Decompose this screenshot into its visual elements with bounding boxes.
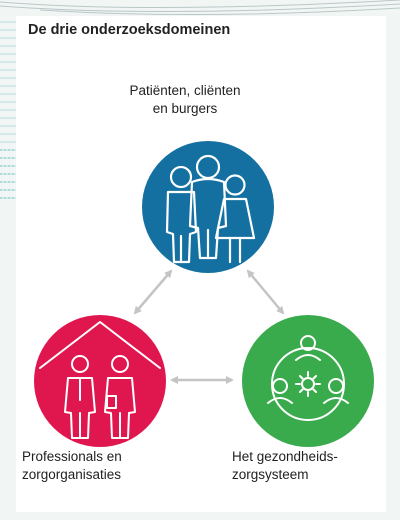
domain-label-patients: Patiënten, cliënten en burgers [100,82,270,118]
domain-label-healthcare-system: Het gezondheids- zorgsysteem [232,448,338,484]
domain-label-professionals-line2: zorgorganisaties [22,467,122,482]
network-gear-people-icon [267,335,349,421]
arrow-top-left [133,269,173,315]
arrow-top-right [246,269,285,315]
domain-label-patients-line1: Patiënten, cliënten [129,83,241,98]
domain-label-healthcare-system-line2: zorgsysteem [232,467,309,482]
domain-circle-healthcare-system [242,315,374,447]
domain-color-healthcare-system [242,315,374,447]
domain-label-professionals-line1: Professionals en [22,449,122,464]
domain-label-patients-line2: en burgers [152,101,218,116]
domain-label-healthcare-system-line1: Het gezondheids- [232,449,338,464]
professionals-under-roof-icon [39,321,161,439]
domain-circle-patients [142,141,274,273]
domain-label-professionals: Professionals en zorgorganisaties [22,448,122,484]
diagram-title: De drie onderzoeksdomeinen [28,22,231,38]
domain-circle-professionals [34,315,166,447]
three-people-icon [165,154,256,264]
domain-color-professionals [34,315,166,447]
